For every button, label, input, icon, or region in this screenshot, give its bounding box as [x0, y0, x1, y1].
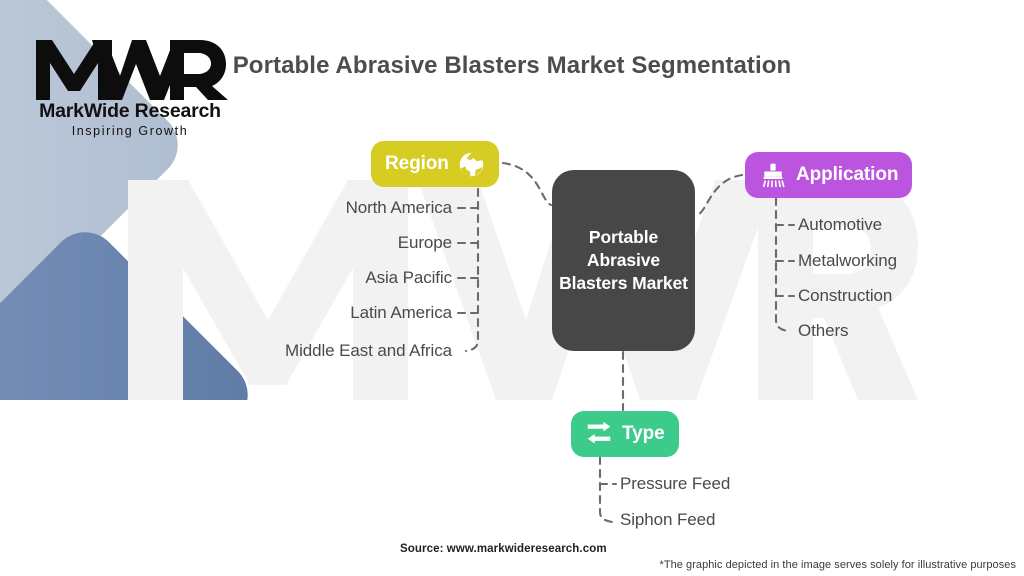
connector-region-spine [464, 161, 480, 353]
leaf-region-1: Europe [397, 233, 452, 252]
core-node: Portable Abrasive Blasters Market [552, 170, 695, 351]
leaf-application-1: Metalworking [798, 251, 897, 270]
leaf-application-0: Automotive [798, 215, 883, 234]
source-credit: Source: www.markwideresearch.com [400, 543, 607, 555]
brand-name: MarkWide Research [39, 100, 221, 122]
connector-region-to-core [501, 161, 553, 207]
globe-icon [458, 151, 485, 178]
page-title: Portable Abrasive Blasters Market Segmen… [232, 52, 792, 79]
mwr-monogram-icon [36, 40, 228, 100]
leaf-region-4: Middle East and Africa [285, 341, 452, 360]
branch-label-application: Application [796, 164, 899, 185]
leaf-region-0: North America [345, 198, 453, 217]
branch-label-region: Region [385, 153, 449, 174]
leaf-application-2: Construction [798, 286, 893, 305]
disclaimer-note: *The graphic depicted in the image serve… [659, 559, 1016, 571]
branch-badge-region[interactable]: Region [371, 141, 499, 187]
exchange-arrows-icon [585, 421, 613, 447]
connector-application-to-core [694, 173, 744, 218]
core-node-label: Portable Abrasive Blasters Market [559, 226, 688, 294]
leaf-region-2: Asia Pacific [365, 268, 452, 287]
leaf-type-1: Siphon Feed [620, 510, 716, 529]
connector-type-spine [598, 455, 614, 524]
brand-logo: MarkWide Research Inspiring Growth [30, 32, 230, 138]
branch-label-type: Type [622, 423, 665, 444]
leaf-application-3: Others [798, 321, 849, 340]
leaf-region-3: Latin America [350, 303, 452, 322]
leaf-type-0: Pressure Feed [620, 474, 731, 493]
branch-badge-type[interactable]: Type [571, 411, 679, 457]
branch-badge-application[interactable]: Application [745, 152, 913, 198]
brand-tagline: Inspiring Growth [71, 124, 189, 138]
abrasive-blaster-nozzle-icon [759, 161, 787, 189]
connector-application-spine [774, 196, 790, 333]
